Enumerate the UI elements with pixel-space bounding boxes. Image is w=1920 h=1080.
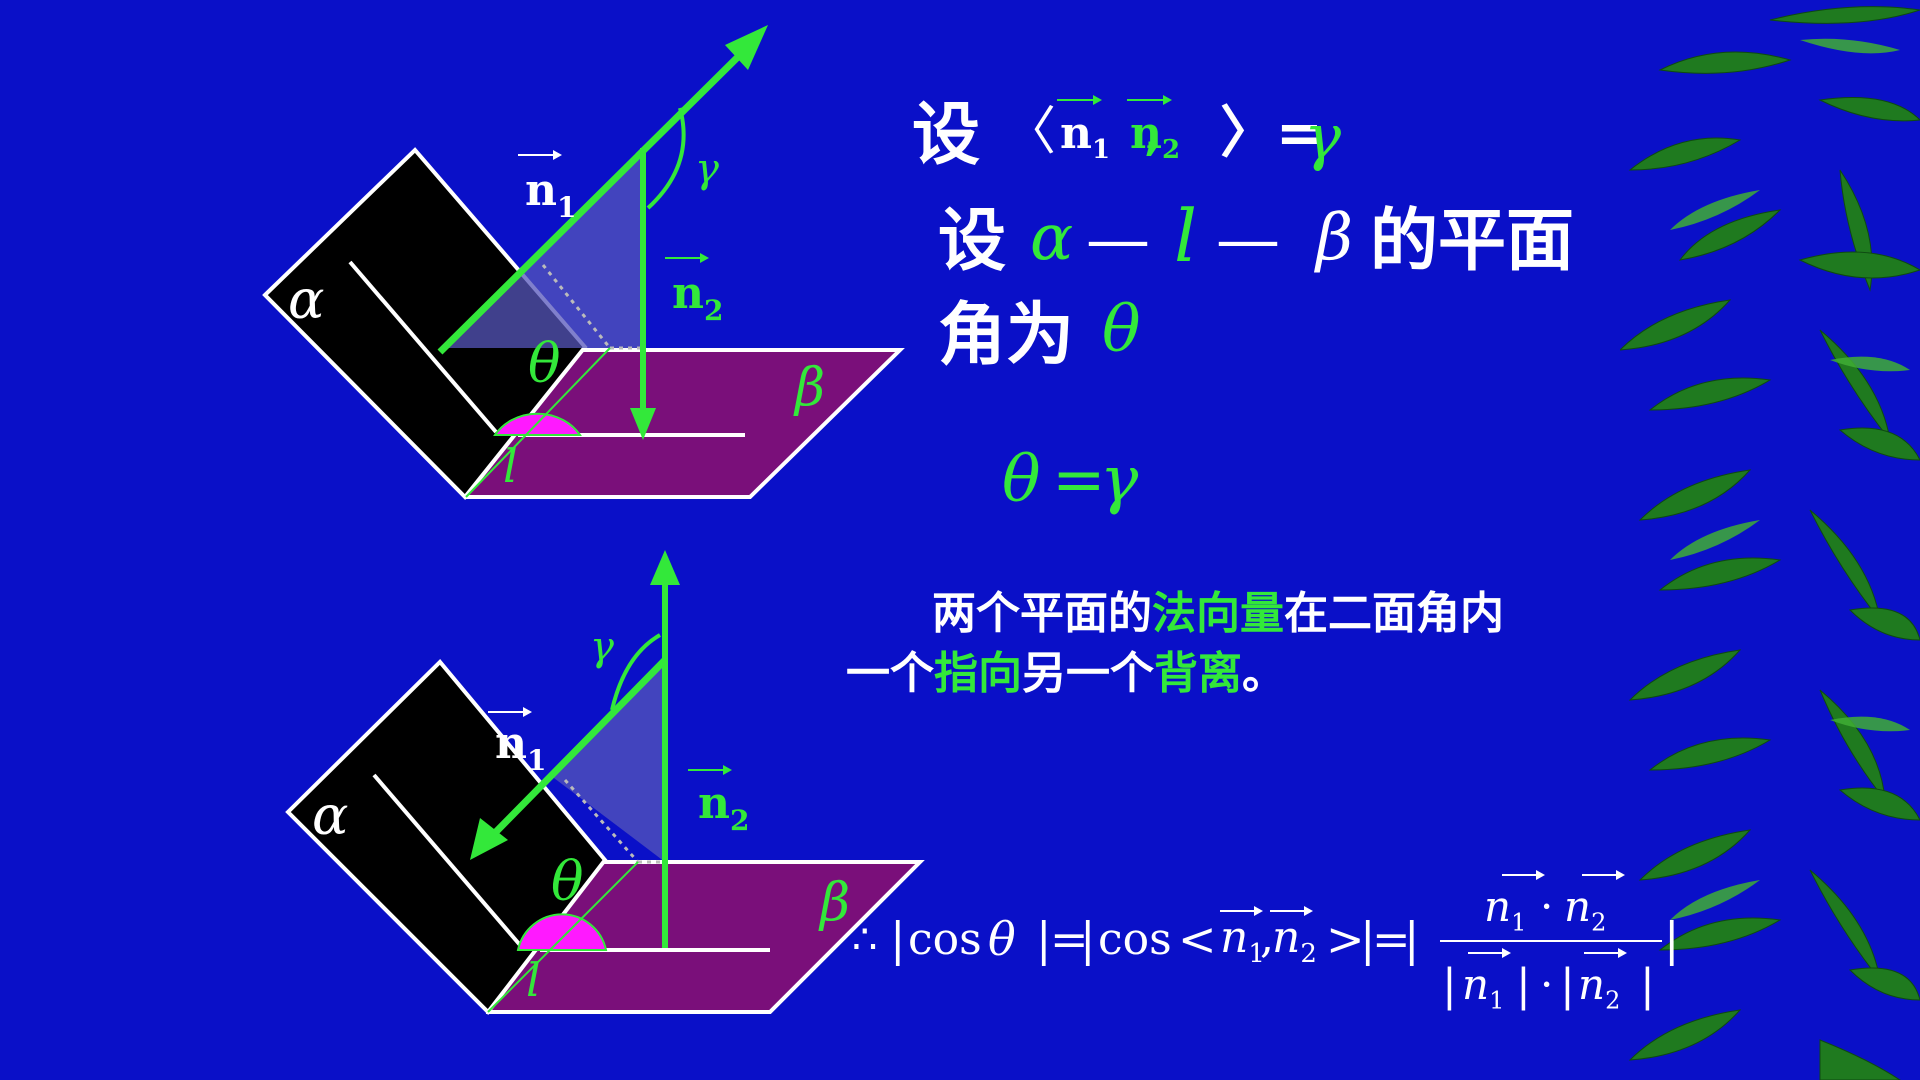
label-alpha-bottom: α <box>312 784 348 847</box>
statement-line-2: 一个指向另一个背离。 <box>846 652 1286 696</box>
line2-l: l <box>1174 194 1198 278</box>
label-n2-bottom: n2 <box>698 778 749 837</box>
stmt-part5: 指向 <box>934 648 1022 699</box>
f-therefore: ∴ <box>852 917 878 963</box>
stmt-part7: 背离 <box>1154 648 1242 699</box>
line3-theta: θ <box>1102 293 1141 367</box>
f-num-n2: n2 <box>1564 882 1607 937</box>
f-den-bar3: | <box>1560 960 1575 1011</box>
stmt-part3: 在二面角内 <box>1284 588 1504 639</box>
f-num-n1: n1 <box>1484 882 1527 937</box>
diagram-bottom: α θ β γ l n1 n2 <box>285 550 925 1016</box>
label-gamma-top: γ <box>695 146 719 192</box>
line1-gamma: γ <box>1304 100 1342 173</box>
line2-dash1: — <box>1086 203 1150 277</box>
line-3: 角为 θ <box>938 294 1198 378</box>
label-n1-bottom: n1 <box>495 718 546 777</box>
line2-alpha: α <box>1030 201 1074 275</box>
label-theta-bottom: θ <box>551 850 584 913</box>
f-den-n2: n2 <box>1578 960 1621 1015</box>
stmt-part4: 一个 <box>846 648 934 699</box>
f-den-bar2: | <box>1516 960 1531 1011</box>
line2-she: 设 <box>938 202 1007 281</box>
label-l-bottom: l <box>526 953 541 1007</box>
f-bar6: | <box>1664 912 1680 966</box>
line1-langle: 〈 <box>1004 102 1057 162</box>
line-1: 设 〈 n1 n2 , 〉= γ <box>912 92 1472 182</box>
f-den-bar1: | <box>1442 960 1457 1011</box>
label-n2-top: n2 <box>672 268 723 327</box>
eq-equals: = <box>1052 443 1106 517</box>
plane-alpha-bottom <box>285 659 608 1016</box>
bamboo-decoration <box>1620 6 1920 1080</box>
f-n1-a: n1 <box>1220 912 1265 969</box>
f-bar5: | <box>1404 912 1420 966</box>
eq-theta: θ <box>1002 443 1041 517</box>
stmt-part6: 另一个 <box>1022 648 1154 699</box>
line1-she: 设 <box>912 96 981 175</box>
diagram-top: α θ β γ l n1 n2 <box>262 25 905 501</box>
eq-gamma: γ <box>1100 443 1139 517</box>
f-eq2: = <box>1372 912 1411 966</box>
line1-comma: , <box>1144 110 1161 161</box>
line1-n1: n1 <box>1060 108 1111 165</box>
f-n2-a: n2 <box>1272 912 1317 969</box>
label-l-top: l <box>503 439 518 493</box>
f-bar1: | <box>890 912 906 966</box>
label-n1-top: n1 <box>525 165 576 224</box>
f-cos1: cos <box>908 914 982 965</box>
f-den-dot: · <box>1540 960 1554 1009</box>
f-gt: > <box>1326 912 1365 966</box>
line2-dash2: — <box>1216 203 1280 277</box>
f-den-n1: n1 <box>1462 960 1505 1015</box>
f-cos2: cos <box>1098 914 1172 965</box>
f-eq1: = <box>1050 912 1089 966</box>
line1-n2: n2 <box>1130 108 1181 165</box>
label-alpha-top: α <box>288 268 324 331</box>
formula-cos: ∴ | cos θ | = | cos < n1 , n2 > | = | n1… <box>852 868 1692 1028</box>
f-den-bar4: | <box>1640 960 1655 1011</box>
line2-tail: 的平面 <box>1370 202 1575 281</box>
f-comma: , <box>1260 912 1274 963</box>
line3-head: 角为 <box>938 296 1075 375</box>
label-gamma-bottom: γ <box>590 624 614 670</box>
f-bar4: | <box>1360 912 1376 966</box>
f-theta: θ <box>988 912 1016 966</box>
f-fraction-bar <box>1440 940 1662 942</box>
f-lt: < <box>1178 912 1217 966</box>
stmt-part1: 两个平面的 <box>932 588 1152 639</box>
f-num-dot: · <box>1540 882 1554 931</box>
line1-rangle-eq: 〉= <box>1220 101 1323 166</box>
f-bar3: | <box>1080 912 1096 966</box>
statement-line-1: 两个平面的法向量在二面角内 <box>932 592 1504 636</box>
stmt-part2: 法向量 <box>1152 588 1284 639</box>
label-beta-top: β <box>793 358 825 418</box>
label-theta-top: θ <box>528 332 561 395</box>
line-2: 设 α — l — β 的平面 <box>938 200 1618 284</box>
equation-theta-gamma: θ = γ <box>1002 448 1202 528</box>
f-bar2: | <box>1036 912 1052 966</box>
line2-beta: β <box>1316 201 1353 275</box>
stmt-part8: 。 <box>1242 648 1286 699</box>
label-beta-bottom: β <box>818 873 850 933</box>
